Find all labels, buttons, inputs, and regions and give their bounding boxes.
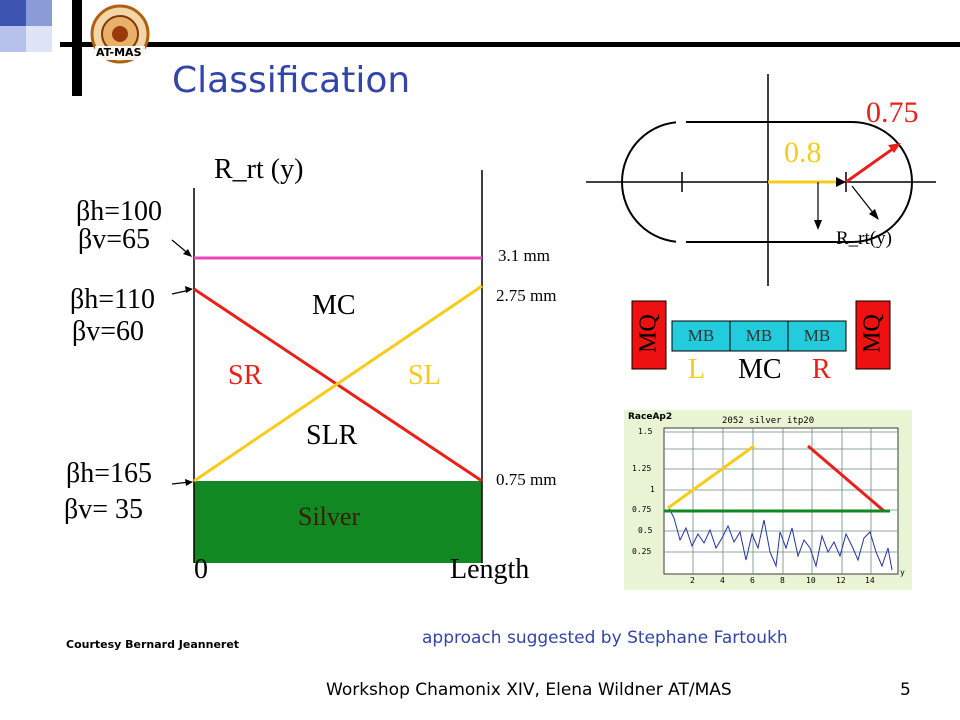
y-axis-label: R_rt (y) bbox=[214, 154, 304, 185]
letter-l: L bbox=[688, 354, 706, 385]
inset-x-tick-10: 10 bbox=[806, 576, 816, 585]
mm-label-2.75: 2.75 mm bbox=[496, 286, 557, 305]
inset-y-tick-6: 0.25 bbox=[632, 547, 652, 556]
mb-label-2: MB bbox=[745, 326, 773, 345]
inset-x-tick-4: 4 bbox=[720, 576, 725, 585]
beta-v-65: βv=65 bbox=[78, 224, 151, 255]
red-arrow-0.75 bbox=[845, 146, 895, 184]
mq-right-box bbox=[855, 300, 891, 370]
logo-text: AT-MAS bbox=[96, 46, 142, 59]
down-arrow-right bbox=[851, 185, 875, 215]
inset-title: RaceAp2 bbox=[628, 412, 673, 422]
horizontal-rule bbox=[60, 42, 960, 47]
approach-note: approach suggested by Stephane Fartoukh bbox=[422, 628, 788, 648]
mb-label-3: MB bbox=[803, 326, 831, 345]
corner-square-3 bbox=[0, 26, 26, 52]
beta-h-100: βh=100 bbox=[76, 196, 163, 227]
inset-y-tick-4: 0.75 bbox=[632, 505, 652, 514]
mb-box-1 bbox=[671, 320, 731, 352]
at-mas-logo bbox=[90, 4, 150, 64]
beta-v-35: βv= 35 bbox=[64, 494, 144, 525]
arrowhead-beta-100 bbox=[183, 249, 192, 257]
red-arrowhead bbox=[888, 143, 901, 153]
page-title: Classification bbox=[172, 60, 411, 101]
racetrack-outline bbox=[621, 121, 913, 243]
yellow-arrowhead bbox=[836, 177, 846, 187]
inset-x-tick-14: 14 bbox=[865, 576, 875, 585]
inset-x-end-label: y bbox=[900, 568, 905, 577]
letter-r: R bbox=[812, 354, 831, 385]
inset-red-line bbox=[807, 444, 885, 513]
region-sl: SL bbox=[408, 360, 441, 391]
inset-yellow-line bbox=[667, 444, 755, 510]
inset-plot bbox=[624, 410, 912, 590]
aperture-label-075: 0.75 bbox=[866, 96, 919, 129]
mm-label-0.75: 0.75 mm bbox=[496, 470, 557, 489]
mb-label-1: MB bbox=[687, 326, 715, 345]
inset-y-tick-1: 1.5 bbox=[638, 427, 653, 436]
beta-v-60: βv=60 bbox=[72, 316, 145, 347]
inset-x-tick-12: 12 bbox=[836, 576, 846, 585]
arrowhead-beta-110 bbox=[185, 286, 193, 293]
mb-box-3 bbox=[787, 320, 847, 352]
footer-text: Workshop Chamonix XIV, Elena Wildner AT/… bbox=[326, 680, 732, 700]
letter-mc: MC bbox=[738, 354, 782, 385]
x-axis-label: Length bbox=[450, 554, 530, 585]
inset-subtitle: 2052 silver itp20 bbox=[722, 416, 815, 426]
page-number: 5 bbox=[900, 680, 911, 700]
mb-box-2 bbox=[729, 320, 789, 352]
yellow-line-sl bbox=[193, 284, 483, 483]
region-slr: SLR bbox=[306, 420, 358, 451]
inset-y-tick-5: 0.5 bbox=[638, 526, 653, 535]
down-arrowhead-right bbox=[869, 209, 879, 220]
beta-h-165: βh=165 bbox=[66, 458, 153, 489]
arrowhead-beta-165 bbox=[185, 479, 193, 486]
region-silver: Silver bbox=[298, 502, 361, 531]
inset-x-tick-6: 6 bbox=[750, 576, 755, 585]
inset-y-tick-2: 1.25 bbox=[632, 464, 652, 473]
mq-right-label: MQ bbox=[859, 314, 886, 353]
inset-aperture-curve bbox=[667, 505, 893, 571]
inset-axes-frame bbox=[663, 427, 899, 575]
corner-square-2 bbox=[26, 0, 52, 26]
inset-x-tick-8: 8 bbox=[780, 576, 785, 585]
aperture-label-08: 0.8 bbox=[784, 136, 822, 169]
courtesy-note: Courtesy Bernard Jeanneret bbox=[66, 638, 240, 651]
aperture-diagram bbox=[586, 74, 936, 286]
mq-left-box bbox=[631, 300, 667, 370]
region-sr: SR bbox=[228, 360, 263, 391]
mq-left-label: MQ bbox=[635, 314, 662, 353]
corner-square-1 bbox=[0, 0, 26, 26]
racetrack-gap-bottom bbox=[676, 238, 686, 246]
inset-x-tick-2: 2 bbox=[690, 576, 695, 585]
vertical-rule bbox=[72, 0, 82, 96]
down-arrowhead-left bbox=[814, 220, 822, 230]
mm-label-3.1: 3.1 mm bbox=[498, 246, 550, 265]
aperture-label-rrt: R_rt(y) bbox=[836, 228, 892, 249]
inset-y-tick-3: 1 bbox=[650, 485, 655, 494]
corner-square-4 bbox=[26, 26, 52, 52]
beta-h-110: βh=110 bbox=[70, 284, 155, 315]
region-mc: MC bbox=[312, 290, 356, 321]
racetrack-gap-top bbox=[676, 118, 686, 126]
magnet-row bbox=[631, 300, 891, 370]
x-origin-label: 0 bbox=[194, 554, 208, 585]
silver-region bbox=[194, 481, 482, 563]
main-diagram bbox=[171, 170, 483, 563]
